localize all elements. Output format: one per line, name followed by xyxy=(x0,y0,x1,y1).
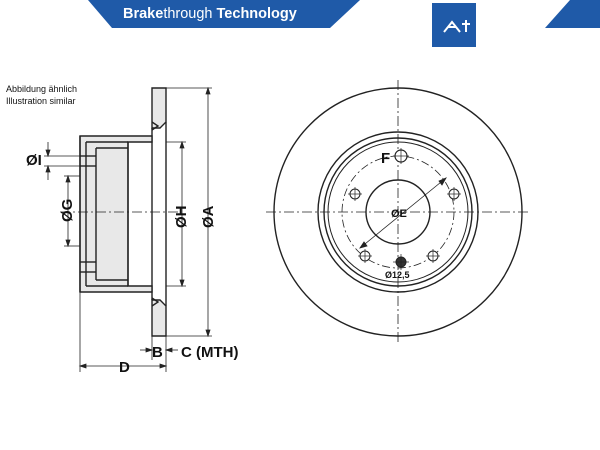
brand-title: Brakethrough Technology xyxy=(123,5,297,23)
label-bolt-hole: Ø12,5 xyxy=(385,270,410,280)
dim-i xyxy=(44,142,80,180)
friction-ring-top xyxy=(151,87,167,129)
header-right-wedge xyxy=(330,0,360,28)
label-dim-f: F xyxy=(381,150,390,167)
brand-tail: Technology xyxy=(212,6,297,22)
label-dim-c: C (MTH) xyxy=(181,344,238,361)
brand-light: through xyxy=(163,6,213,22)
dim-a xyxy=(166,86,212,338)
label-dim-i: ØI xyxy=(26,152,42,169)
illustration-note: Abbildung ähnlich Illustration similar xyxy=(6,83,77,107)
dim-dbc xyxy=(78,292,178,372)
header-far-right-wedge xyxy=(545,0,600,28)
note-line-1: Abbildung ähnlich xyxy=(6,84,78,94)
dim-h xyxy=(166,140,186,288)
friction-ring-bottom xyxy=(151,299,167,337)
label-dim-b: B xyxy=(152,344,163,361)
side-section-view xyxy=(79,87,167,337)
label-dim-g: ØG xyxy=(59,199,76,222)
label-dim-a: ØA xyxy=(200,205,217,228)
note-line-2: Illustration similar xyxy=(6,96,76,106)
brand-bold: Brake xyxy=(123,6,164,22)
crosshair-icon xyxy=(393,148,409,164)
dim-e xyxy=(359,177,447,249)
dim-g xyxy=(64,174,80,248)
label-dim-h: ØH xyxy=(173,206,190,229)
stud-hole-crosshair xyxy=(393,254,409,270)
bolt-holes xyxy=(349,188,460,262)
label-dim-d: D xyxy=(119,359,130,376)
front-centerlines xyxy=(266,80,530,342)
label-dim-e: ØE xyxy=(391,208,407,220)
hat-outer xyxy=(79,135,153,293)
header-left-wedge xyxy=(88,0,112,28)
header-brand-band xyxy=(112,0,330,28)
bolt-hole-crosshairs xyxy=(348,187,461,263)
logo-mark xyxy=(443,20,470,33)
